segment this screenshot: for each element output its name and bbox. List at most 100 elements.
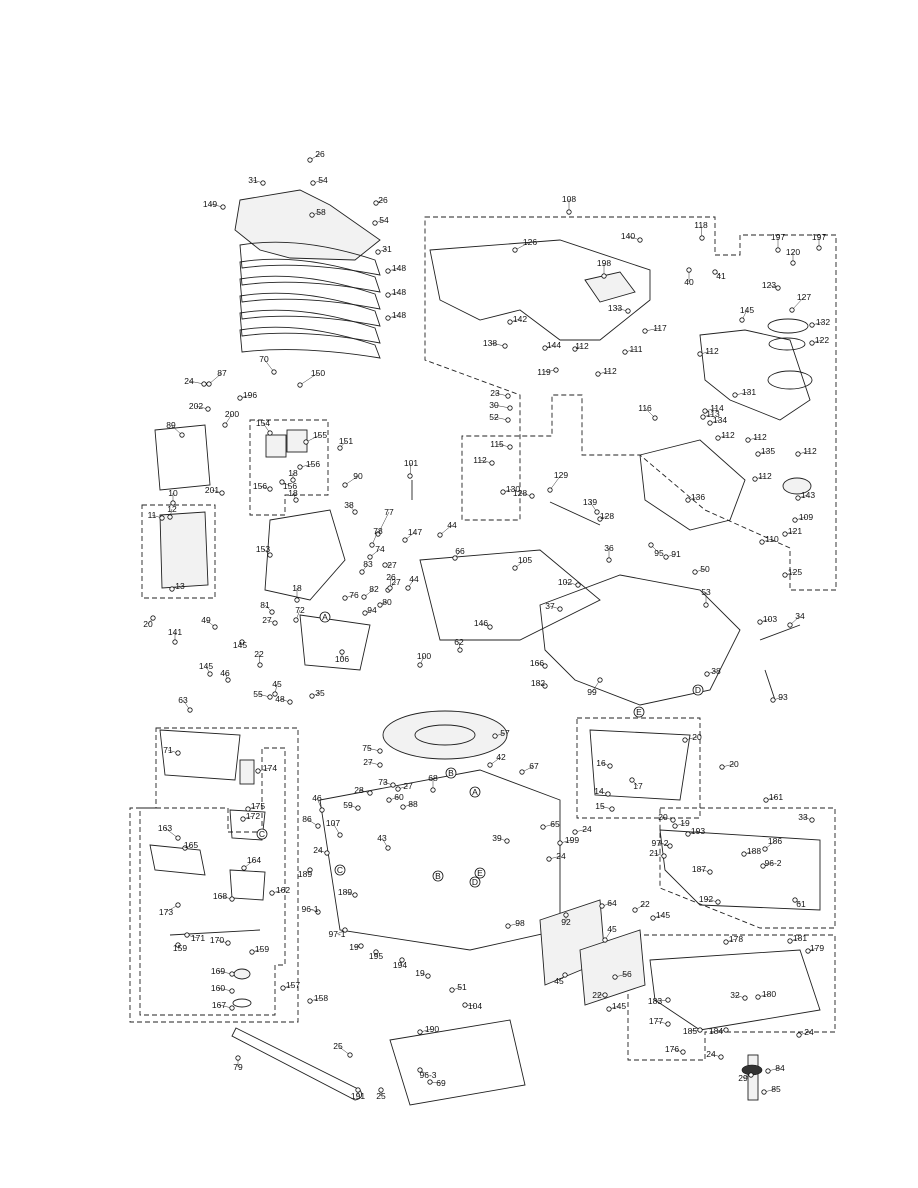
- part-number-label: 89: [166, 420, 176, 430]
- belt-167: [232, 998, 252, 1008]
- screw-point: [761, 1089, 767, 1095]
- part-number-label: 151: [339, 436, 353, 446]
- screw-point: [385, 845, 391, 851]
- screw-point: [557, 606, 563, 612]
- part-number-label: 37: [545, 601, 555, 611]
- screw-point: [179, 432, 185, 438]
- screw-point: [405, 585, 411, 591]
- part-number-label: 145: [740, 305, 754, 315]
- reference-marker-circle: [692, 684, 704, 696]
- screw-point: [241, 865, 247, 871]
- part-number-label: 64: [607, 898, 617, 908]
- leader-line: [208, 372, 223, 385]
- part-number-label: 27: [363, 757, 373, 767]
- part-number-label: 185: [683, 1026, 697, 1036]
- screw-point: [175, 902, 181, 908]
- screw-point: [400, 804, 406, 810]
- part-number-label: 169: [211, 966, 225, 976]
- screw-point: [399, 957, 405, 963]
- part-number-label: 161: [769, 792, 783, 802]
- group-outline-10: [141, 504, 216, 599]
- screw-point: [805, 948, 811, 954]
- part-number-label: 162: [276, 885, 290, 895]
- part-number-label: 172: [246, 811, 260, 821]
- screw-point: [309, 693, 315, 699]
- part-number-label: 156: [306, 459, 320, 469]
- part-number-label: 25: [333, 1041, 343, 1051]
- screw-point: [355, 805, 361, 811]
- group-outline-176: [627, 934, 836, 1061]
- part-number-label: 22: [640, 899, 650, 909]
- screw-point: [407, 473, 413, 479]
- leader-line: [164, 827, 179, 839]
- part-number-label: 180: [762, 989, 776, 999]
- screw-point: [359, 569, 365, 575]
- screw-point: [205, 406, 211, 412]
- part-number-label: 129: [554, 470, 568, 480]
- screw-point: [712, 269, 718, 275]
- screw-point: [792, 897, 798, 903]
- part-number-label: 72: [295, 605, 305, 615]
- screw-point: [601, 273, 607, 279]
- screw-point: [229, 1005, 235, 1011]
- screw-point: [310, 180, 316, 186]
- part-number-label: 45: [607, 924, 617, 934]
- screw-point: [682, 737, 688, 743]
- part-number-label: 136: [691, 492, 705, 502]
- part-number-label: 103: [763, 614, 777, 624]
- screw-point: [375, 531, 381, 537]
- belt-79: [231, 1027, 363, 1101]
- board-89: [154, 424, 211, 491]
- spring-139: [549, 501, 601, 526]
- part-number-label: 22: [592, 990, 602, 1000]
- part-number-label: 23: [490, 388, 500, 398]
- screw-point: [642, 328, 648, 334]
- part-number-label: 92: [561, 917, 571, 927]
- screw-point: [255, 768, 261, 774]
- screw-point: [235, 1055, 241, 1061]
- screw-point: [741, 851, 747, 857]
- part-number-label: 112: [603, 366, 617, 376]
- part-number-label: 160: [211, 983, 225, 993]
- part-number-label: 83: [363, 559, 373, 569]
- part-number-label: 126: [523, 237, 537, 247]
- screw-point: [303, 439, 309, 445]
- part-number-label: 112: [473, 455, 487, 465]
- screw-point: [606, 557, 612, 563]
- part-number-label: 192: [699, 894, 713, 904]
- group-outline-157: [139, 747, 286, 1016]
- screw-point: [175, 750, 181, 756]
- part-number-label: 193: [691, 826, 705, 836]
- screw-point: [775, 285, 781, 291]
- screw-point: [337, 832, 343, 838]
- screw-point: [775, 247, 781, 253]
- part-number-label: 170: [210, 935, 224, 945]
- bracket-172: [229, 809, 266, 841]
- part-number-label: 88: [408, 799, 418, 809]
- screw-point: [609, 806, 615, 812]
- part-number-label: 146: [474, 618, 488, 628]
- screw-point: [187, 707, 193, 713]
- screw-point: [652, 415, 658, 421]
- screw-point: [367, 790, 373, 796]
- screw-point: [665, 997, 671, 1003]
- part-number-label: 49: [201, 615, 211, 625]
- screw-point: [700, 414, 706, 420]
- screw-point: [358, 943, 364, 949]
- part-number-label: 139: [583, 497, 597, 507]
- part-number-label: 20: [729, 759, 739, 769]
- screw-point: [594, 509, 600, 515]
- screw-point: [663, 554, 669, 560]
- part-number-label: 112: [575, 341, 589, 351]
- part-number-label: 100: [417, 651, 431, 661]
- screw-point: [606, 1006, 612, 1012]
- screw-point: [512, 565, 518, 571]
- part-number-label: 142: [513, 314, 527, 324]
- screw-point: [342, 595, 348, 601]
- part-number-label: 38: [711, 666, 721, 676]
- screw-point: [546, 856, 552, 862]
- screw-point: [816, 245, 822, 251]
- screw-point: [702, 408, 708, 414]
